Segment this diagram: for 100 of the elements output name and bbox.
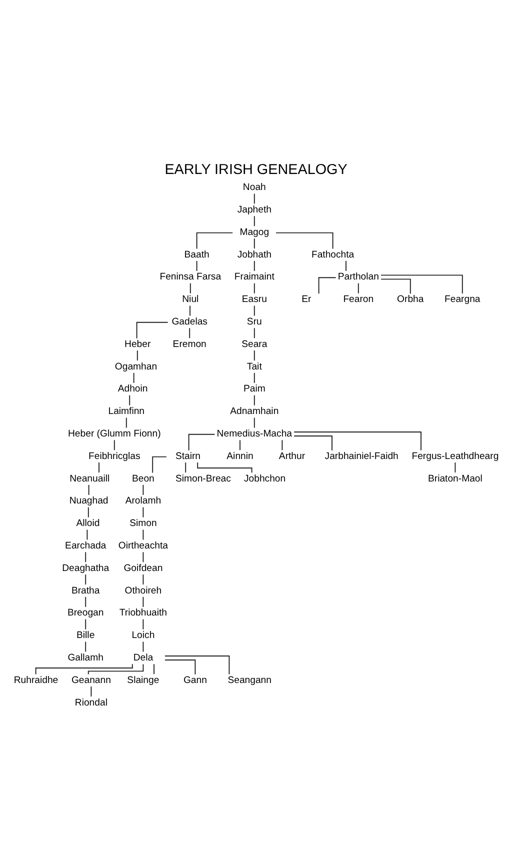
connector <box>254 260 255 272</box>
node-text: Easru <box>242 294 267 306</box>
connector <box>136 322 168 339</box>
node-text: Jarbhainiel-Faidh <box>324 450 398 462</box>
node-text: Simon <box>130 518 157 530</box>
connector <box>188 434 216 451</box>
node-text: Fearon <box>343 294 374 306</box>
connector <box>142 506 144 518</box>
node-text: Jobhath <box>237 249 272 260</box>
connector <box>85 574 86 585</box>
connector <box>88 484 90 496</box>
node-text: Heber (Glumm Fionn) <box>68 428 161 440</box>
connector <box>133 372 134 384</box>
node-text: Arolamh <box>125 496 162 507</box>
node-text: Tait <box>246 361 262 372</box>
connector <box>358 282 359 294</box>
node-text: Paim <box>243 384 266 395</box>
node-text: Simon-Breac <box>175 473 231 484</box>
node-text: Noah <box>242 182 266 194</box>
node-text: Feargna <box>444 294 480 306</box>
connector <box>142 552 144 563</box>
node-text: Nuaghad <box>69 496 108 507</box>
node-text: Laimfinn <box>108 406 145 418</box>
node-text: Loich <box>132 630 155 642</box>
connector <box>318 277 336 294</box>
connector <box>196 260 198 272</box>
node-text: Deaghatha <box>62 562 110 574</box>
node-text: Niul <box>182 294 199 306</box>
connector <box>294 432 422 451</box>
node-text: Heber <box>124 338 151 350</box>
connector <box>86 529 88 540</box>
connector <box>254 394 255 406</box>
connector <box>126 417 127 428</box>
connector <box>196 232 234 250</box>
connector <box>254 193 255 204</box>
connector <box>276 232 334 250</box>
node-text: Oirtheachta <box>118 540 168 552</box>
connector <box>380 274 463 294</box>
node-text: Earchada <box>65 540 106 552</box>
connector <box>90 686 92 697</box>
node-text: Feibhricglas <box>88 450 140 462</box>
node-text: Othoireh <box>124 585 162 596</box>
connector <box>454 462 456 473</box>
node-text: Neanuaill <box>70 473 110 484</box>
node-text: Gann <box>183 674 207 686</box>
node-text: Baath <box>184 249 210 260</box>
connector <box>164 656 230 675</box>
connector <box>85 552 86 563</box>
connector <box>185 462 186 473</box>
connector <box>164 660 196 675</box>
node-text: Riondal <box>74 697 108 708</box>
node-text: Feninsa Farsa <box>160 272 222 283</box>
node-text: Adnamhain <box>230 406 279 418</box>
connector <box>254 372 255 384</box>
node-text: Slainge <box>127 674 160 686</box>
connector <box>254 282 255 294</box>
node-text: Nemedius-Macha <box>216 428 292 440</box>
connector <box>254 328 255 339</box>
connector <box>88 506 89 518</box>
node-text: Bratha <box>71 585 100 596</box>
connector <box>254 350 255 361</box>
connector <box>114 440 115 451</box>
node-text: Ainnin <box>226 450 254 462</box>
node-text: Eremon <box>172 338 206 350</box>
connector <box>190 282 191 294</box>
connector <box>189 328 190 339</box>
node-text: Briaton-Maol <box>428 473 482 484</box>
node-text: Alloid <box>76 518 100 530</box>
node-text: Sru <box>246 316 262 328</box>
node-text: Orbha <box>397 294 424 306</box>
node-text: Ruhraidhe <box>14 674 58 686</box>
connector <box>152 456 167 474</box>
node-text: Breogan <box>67 608 104 619</box>
node-text: Er <box>302 294 312 306</box>
node-text: Seangann <box>228 674 272 686</box>
connector <box>254 238 255 249</box>
connector <box>136 350 138 361</box>
node-text: Jobhchon <box>244 473 286 484</box>
node-text: Fergus-Leathdhearg <box>412 450 499 462</box>
node-text: Fathochta <box>311 249 354 260</box>
node-text: Bille <box>76 630 95 642</box>
diagram-title: EARLY IRISH GENEALOGY <box>164 162 348 178</box>
node-text: Ogamhan <box>114 361 158 372</box>
node-text: Beon <box>132 473 154 484</box>
node-text: Goifdean <box>124 562 163 574</box>
connector <box>88 664 144 675</box>
connector <box>254 417 255 428</box>
connector <box>142 596 144 608</box>
node-text: Stairn <box>175 450 201 462</box>
node-text: Gallamh <box>68 652 104 664</box>
node-text: Seara <box>242 338 268 350</box>
node-text: Magog <box>240 226 270 238</box>
node-text: Geanann <box>71 674 111 686</box>
node-text: Fraimaint <box>234 272 274 283</box>
node-text: Triobhuaith <box>119 608 168 619</box>
connector <box>142 618 144 630</box>
node-text: Japheth <box>237 204 272 216</box>
connector <box>254 305 255 316</box>
connector <box>85 618 86 630</box>
connector <box>282 440 283 451</box>
